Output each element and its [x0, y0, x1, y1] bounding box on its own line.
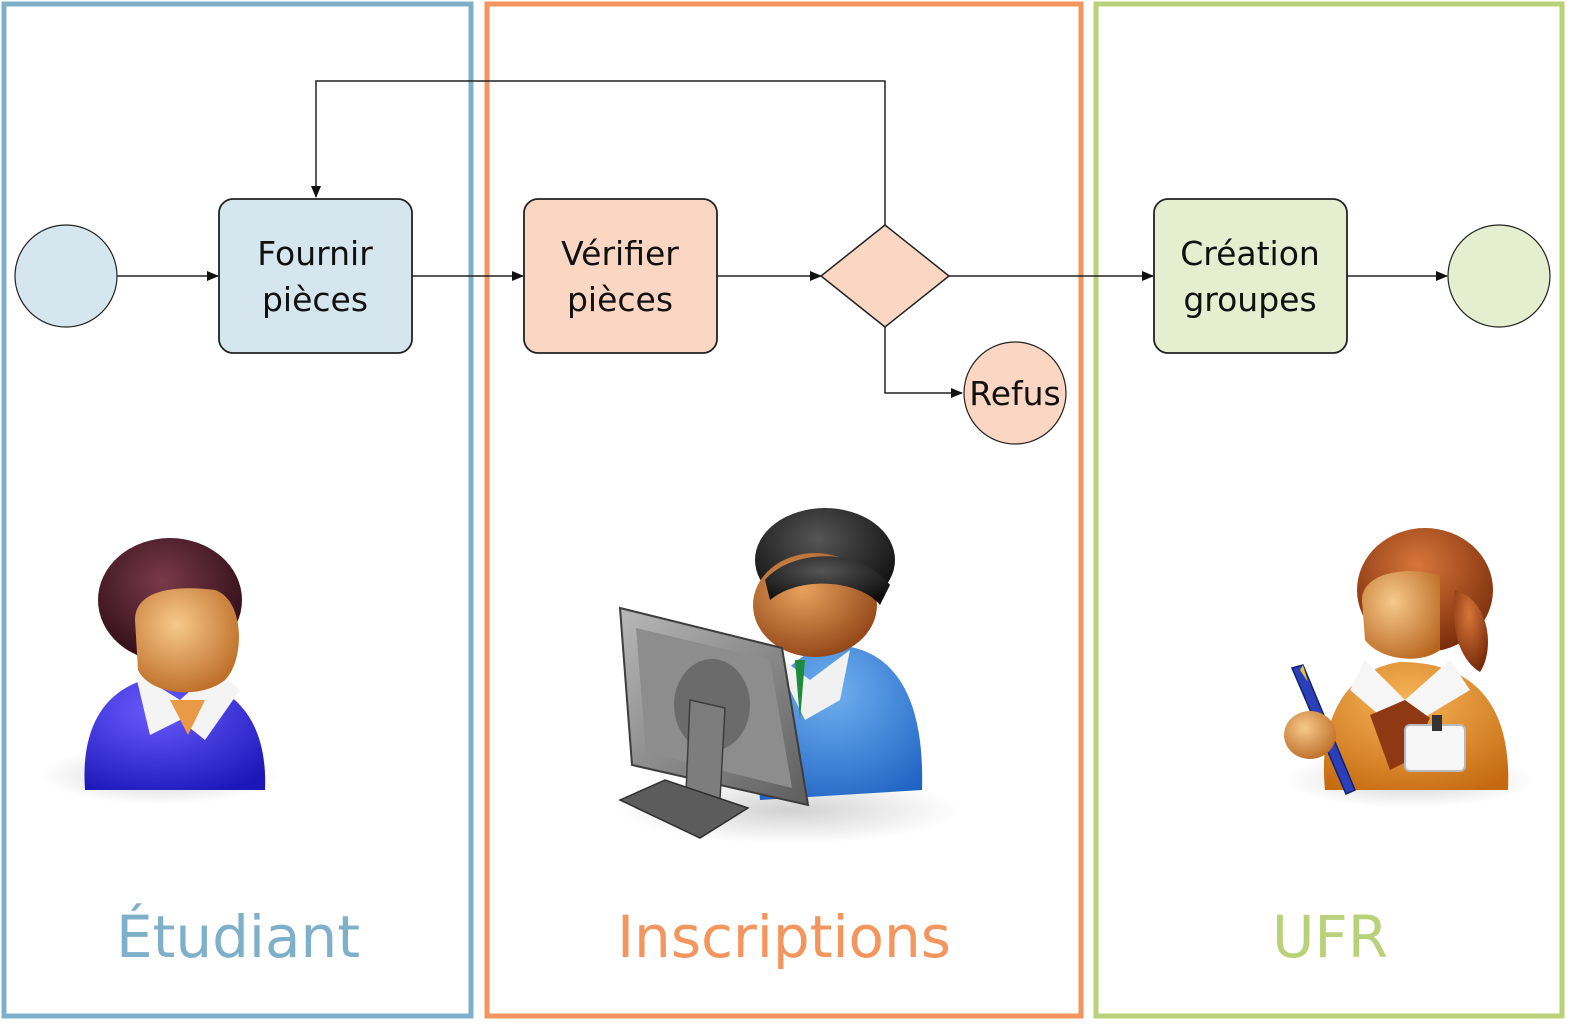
task-verifier-pieces — [523, 198, 718, 354]
task-fournir-line1: Fournir — [257, 234, 373, 273]
task-fournir-line2: pièces — [262, 280, 368, 319]
task-verifier-line2: pièces — [567, 280, 673, 319]
lane-etudiant — [1, 1, 474, 1019]
decision-gateway — [819, 224, 951, 328]
lane-label-ufr: UFR — [1272, 903, 1388, 971]
start-event — [14, 224, 118, 328]
staff-with-pen-icon — [1284, 528, 1535, 808]
lane-inscriptions — [484, 1, 1084, 1019]
refus-label: Refus — [969, 374, 1060, 413]
task-creation-line2: groupes — [1183, 280, 1316, 319]
task-verifier-line1: Vérifier — [561, 234, 679, 273]
task-creation-groupes — [1153, 198, 1348, 354]
end-event — [1447, 224, 1551, 328]
lane-label-inscriptions: Inscriptions — [617, 903, 951, 971]
lane-label-etudiant: Étudiant — [116, 902, 360, 971]
edge-decision-to-refus — [884, 326, 963, 398]
clerk-at-computer-icon — [618, 508, 960, 844]
lane-ufr — [1093, 1, 1565, 1019]
refus-event — [963, 341, 1067, 445]
edge-decision-to-fournir — [311, 80, 886, 225]
task-creation-line1: Création — [1180, 234, 1320, 273]
student-person-icon — [40, 538, 280, 805]
task-fournir-pieces — [218, 198, 413, 354]
